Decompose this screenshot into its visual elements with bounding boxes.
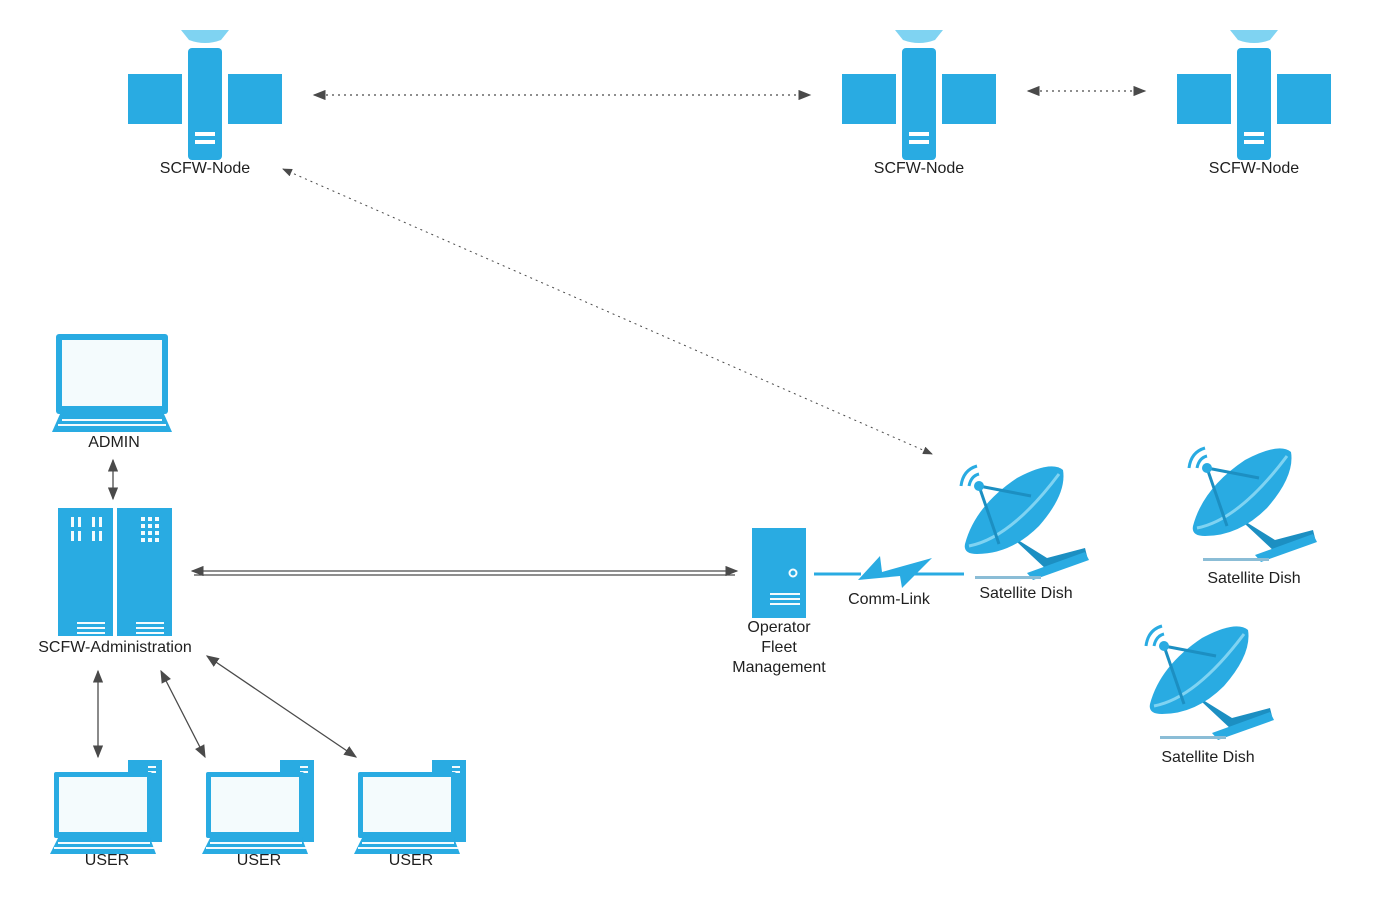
operator-label-line: Management xyxy=(732,659,826,676)
comm-link-label: Comm-Link xyxy=(848,591,930,608)
satellite-icon xyxy=(128,30,282,160)
link-server-user3 xyxy=(205,655,358,758)
satellite-icon xyxy=(842,30,996,160)
satellite-icon xyxy=(1177,30,1331,160)
desktop-computer-icon xyxy=(50,760,162,854)
lightning-link-icon xyxy=(814,556,964,588)
dish-label: Satellite Dish xyxy=(1207,570,1301,587)
desktop-computer-icon xyxy=(202,760,314,854)
admin-label: ADMIN xyxy=(88,434,140,451)
tower-server-icon xyxy=(752,528,806,618)
satellite-dish-icon xyxy=(1187,446,1319,564)
link-server-user2 xyxy=(160,669,206,759)
laptop-icon xyxy=(52,334,172,432)
satellite-node-label: SCFW-Node xyxy=(873,160,965,177)
dish-label: Satellite Dish xyxy=(979,585,1073,602)
dish-label: Satellite Dish xyxy=(1161,749,1255,766)
satellite-node-label: SCFW-Node xyxy=(159,160,251,177)
satellite-dish-icon xyxy=(959,464,1091,582)
server-rack-icon xyxy=(58,508,172,636)
user-label: USER xyxy=(236,852,282,869)
connectors xyxy=(92,85,1147,759)
desktop-computer-icon xyxy=(354,760,466,854)
operator-label-line: Fleet xyxy=(761,639,797,656)
operator-label: Operator Fleet Management xyxy=(732,618,825,678)
link-sat1-dish xyxy=(282,168,933,455)
user-label: USER xyxy=(388,852,434,869)
user-label: USER xyxy=(84,852,130,869)
satellite-dish-icon xyxy=(1144,624,1276,742)
server-label: SCFW-Administration xyxy=(38,639,192,656)
satellite-node-label: SCFW-Node xyxy=(1208,160,1300,177)
operator-label-line: Operator xyxy=(747,619,811,636)
